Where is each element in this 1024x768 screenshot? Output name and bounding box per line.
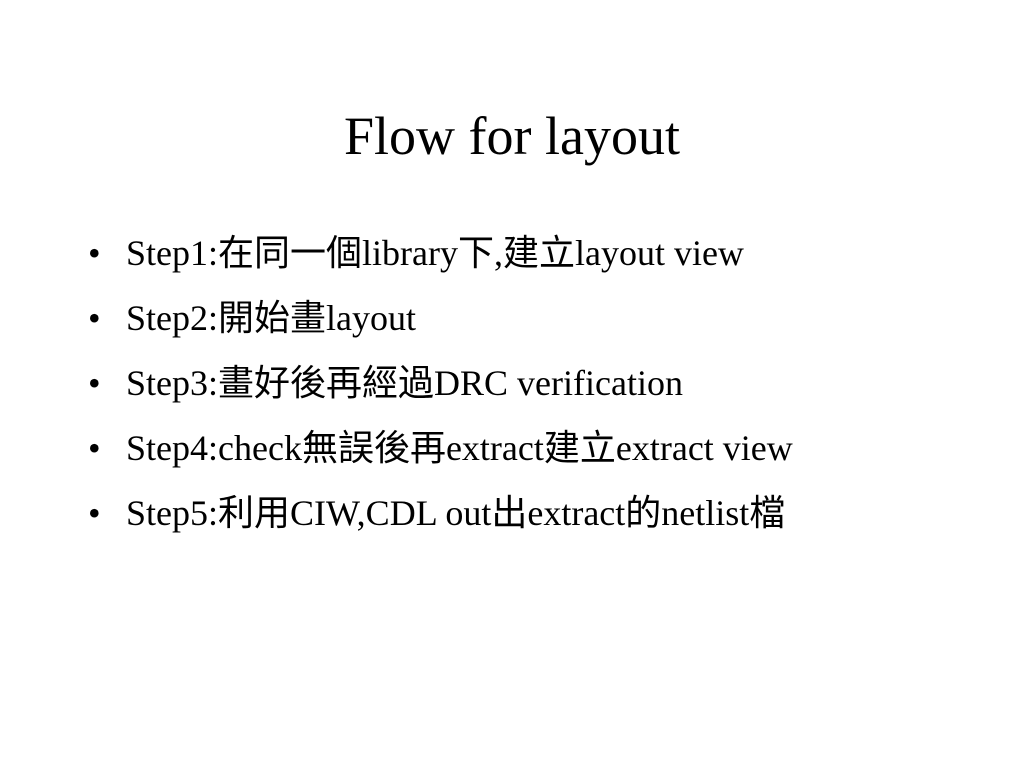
- slide-title: Flow for layout: [344, 106, 680, 166]
- bullet-dot-icon: •: [88, 233, 101, 273]
- bullet-item-step2: • Step2:開始畫layout: [80, 297, 930, 340]
- bullet-text: Step2:開始畫layout: [126, 298, 416, 338]
- bullet-text: Step5:利用CIW,CDL out出extract的netlist檔: [126, 493, 786, 533]
- bullet-dot-icon: •: [88, 428, 101, 468]
- bullet-item-step1: • Step1:在同一個library下,建立layout view: [80, 232, 930, 275]
- bullet-list: • Step1:在同一個library下,建立layout view • Ste…: [80, 232, 930, 557]
- bullet-item-step5: • Step5:利用CIW,CDL out出extract的netlist檔: [80, 492, 930, 535]
- bullet-dot-icon: •: [88, 363, 101, 403]
- bullet-text: Step1:在同一個library下,建立layout view: [126, 233, 744, 273]
- bullet-dot-icon: •: [88, 298, 101, 338]
- bullet-text: Step3:畫好後再經過DRC verification: [126, 363, 683, 403]
- bullet-item-step3: • Step3:畫好後再經過DRC verification: [80, 362, 930, 405]
- bullet-dot-icon: •: [88, 493, 101, 533]
- bullet-text: Step4:check無誤後再extract建立extract view: [126, 428, 793, 468]
- bullet-item-step4: • Step4:check無誤後再extract建立extract view: [80, 427, 930, 470]
